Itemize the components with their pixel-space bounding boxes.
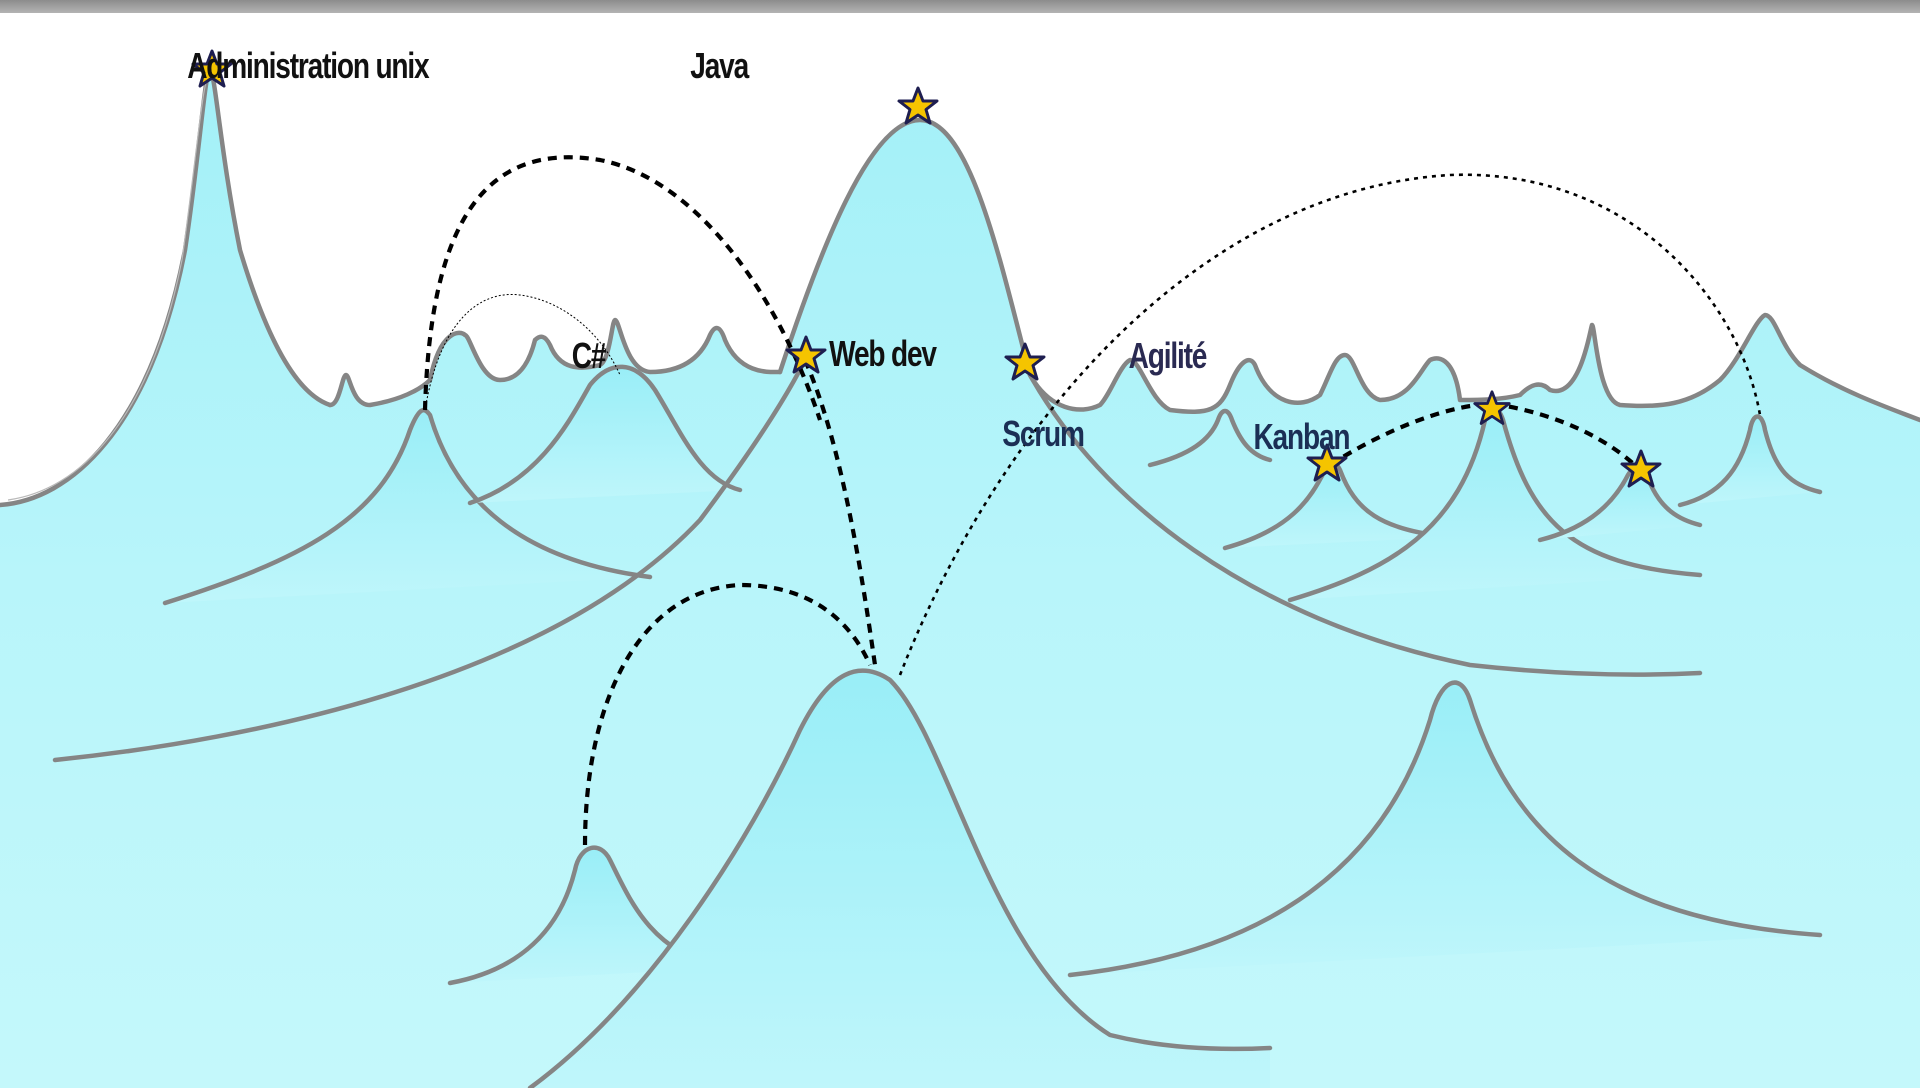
link-arc-left-high xyxy=(422,155,822,421)
link-arc-left-thin xyxy=(424,293,621,411)
label-scrum: Scrum xyxy=(1002,414,1084,454)
star-icon xyxy=(897,86,939,125)
label-java: Java xyxy=(690,46,750,86)
label-kanban: Kanban xyxy=(1253,417,1349,457)
label-agilite: Agilité xyxy=(1129,336,1207,376)
link-arc-center-low xyxy=(582,582,872,846)
label-unix: Administration unix xyxy=(187,46,429,86)
label-webdev: Web dev xyxy=(829,334,937,374)
top-bar xyxy=(0,0,1920,13)
peak-labels: Administration unix Java C# Web dev Agil… xyxy=(187,46,1350,457)
foreground-hills xyxy=(447,668,1823,1088)
label-csharp: C# xyxy=(572,336,607,376)
link-csharp-to-center xyxy=(803,359,878,666)
